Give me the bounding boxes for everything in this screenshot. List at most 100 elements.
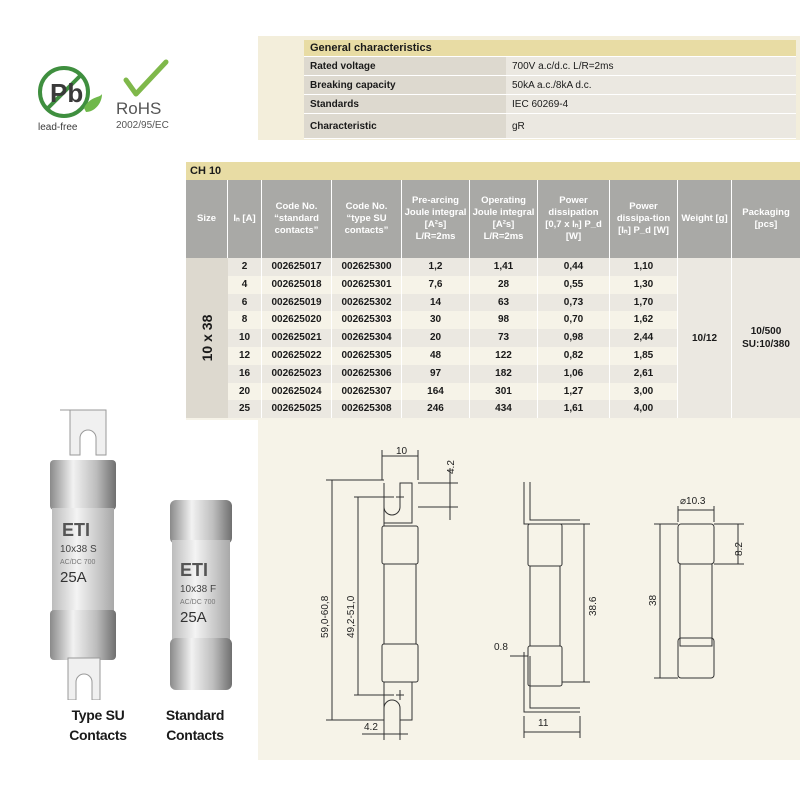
header-code-su: Code No. “type SU contacts” (332, 180, 402, 258)
rated-voltage-value: 700V a.c/d.c. L/R=2ms (506, 56, 796, 76)
cell-in: 20 (228, 382, 262, 401)
cell-p1: 2,44 (610, 329, 678, 348)
model-text-su: 10x38 S (60, 544, 97, 555)
cell-p07: 0,98 (538, 329, 610, 348)
cell-pre: 1,2 (402, 258, 470, 276)
rating-text-su: AC/DC 700 (60, 559, 96, 566)
top-end-cap (50, 460, 116, 510)
cell-op: 301 (470, 382, 538, 401)
side-bottom-cap (527, 645, 563, 687)
cell-op: 28 (470, 275, 538, 294)
cell-in: 2 (228, 258, 262, 276)
dim-depth: 11 (538, 718, 549, 729)
header-power-in: Power dissipa-tion [Iₙ] P_d [W] (610, 180, 678, 258)
cell-p1: 3,00 (610, 382, 678, 401)
pb-symbol: Pb (50, 78, 83, 108)
characteristic-label: Characteristic (304, 113, 506, 139)
side-top-cap (527, 523, 563, 567)
cell-op: 73 (470, 329, 538, 348)
cell-p1: 1,70 (610, 293, 678, 312)
check-icon (123, 59, 169, 97)
caption-su-line1: Type SU (71, 707, 125, 723)
top-cap-outline (381, 525, 419, 565)
bottom-cap-outline (381, 643, 419, 683)
cell-p07: 0,73 (538, 293, 610, 312)
technical-drawings: 10 4.2 59,0-60,8 49,2-51,0 4.2 38.6 0.8 (320, 446, 745, 740)
cell-std: 002625025 (262, 400, 332, 419)
cell-p1: 2,61 (610, 364, 678, 383)
cell-std: 002625017 (262, 258, 332, 276)
side-view-drawing: 38.6 0.8 11 (494, 482, 599, 738)
cell-p07: 0,70 (538, 311, 610, 330)
characteristic-value: gR (506, 113, 796, 139)
side-top-tab (523, 482, 580, 525)
cell-su: 002625308 (332, 400, 402, 419)
cell-std: 002625019 (262, 293, 332, 312)
cell-su: 002625306 (332, 364, 402, 383)
drawing-panel (258, 420, 800, 760)
cell-pre: 246 (402, 400, 470, 419)
packaging-standard: 10/500 (750, 326, 782, 337)
std-drawing-bottom-cap (677, 637, 715, 679)
breaking-capacity-label: Breaking capacity (304, 75, 506, 95)
cell-pre: 97 (402, 364, 470, 383)
lead-free-logo: Pb lead-free (38, 66, 102, 133)
packaging-su: SU:10/380 (742, 339, 790, 350)
dim-total: 59,0-60,8 (320, 595, 331, 638)
cell-in: 16 (228, 364, 262, 383)
weight-cell: 10/12 (678, 258, 732, 418)
cell-pre: 30 (402, 311, 470, 330)
cell-op: 63 (470, 293, 538, 312)
cell-in: 12 (228, 347, 262, 365)
cell-p07: 0,82 (538, 347, 610, 365)
rohs-logo: RoHS 2002/95/EC (116, 59, 169, 131)
cell-std: 002625020 (262, 311, 332, 330)
cell-p07: 1,06 (538, 364, 610, 383)
size-label: 10 x 38 (199, 314, 215, 362)
cell-p07: 1,61 (538, 400, 610, 419)
cell-std: 002625023 (262, 364, 332, 383)
cell-pre: 164 (402, 382, 470, 401)
cell-pre: 48 (402, 347, 470, 365)
cell-pre: 20 (402, 329, 470, 348)
rating-text-std: AC/DC 700 (180, 599, 216, 606)
cell-p07: 0,44 (538, 258, 610, 276)
brand-text-su: ETI (62, 520, 90, 540)
caption-standard: Standard Contacts (150, 705, 240, 745)
cell-p07: 1,27 (538, 382, 610, 401)
rated-voltage-label: Rated voltage (304, 56, 506, 76)
caption-std-line2: Contacts (166, 727, 224, 743)
cell-p1: 1,10 (610, 258, 678, 276)
leaf-icon (84, 94, 102, 112)
product-photos: ETI 10x38 S AC/DC 700 25A ETI 10x38 F AC… (50, 409, 232, 700)
cell-in: 10 (228, 329, 262, 348)
header-packaging: Packaging [pcs] (732, 180, 800, 258)
model-text-std: 10x38 F (180, 584, 216, 595)
std-bottom-cap (170, 638, 232, 690)
std-top-cap (170, 500, 232, 544)
header-rated-current: Iₙ [A] (228, 180, 262, 258)
std-drawing-top-cap (677, 523, 715, 565)
size-cell: 10 x 38 (186, 258, 228, 418)
header-size: Size (186, 180, 228, 258)
packaging-cell: 10/500 SU:10/380 (732, 258, 800, 418)
cell-su: 002625302 (332, 293, 402, 312)
standard-view-drawing: ⌀10.3 8.2 38 (648, 496, 745, 679)
bottom-end-cap (50, 610, 116, 660)
ceramic-body (52, 508, 114, 612)
cell-p07: 0,55 (538, 275, 610, 294)
cell-pre: 14 (402, 293, 470, 312)
std-drawing-body (679, 563, 713, 647)
cell-op: 434 (470, 400, 538, 419)
cell-su: 002625300 (332, 258, 402, 276)
standards-value: IEC 60269-4 (506, 94, 796, 114)
header-prearcing: Pre-arcing Joule integral [A²s] L/R=2ms (402, 180, 470, 258)
cell-op: 182 (470, 364, 538, 383)
